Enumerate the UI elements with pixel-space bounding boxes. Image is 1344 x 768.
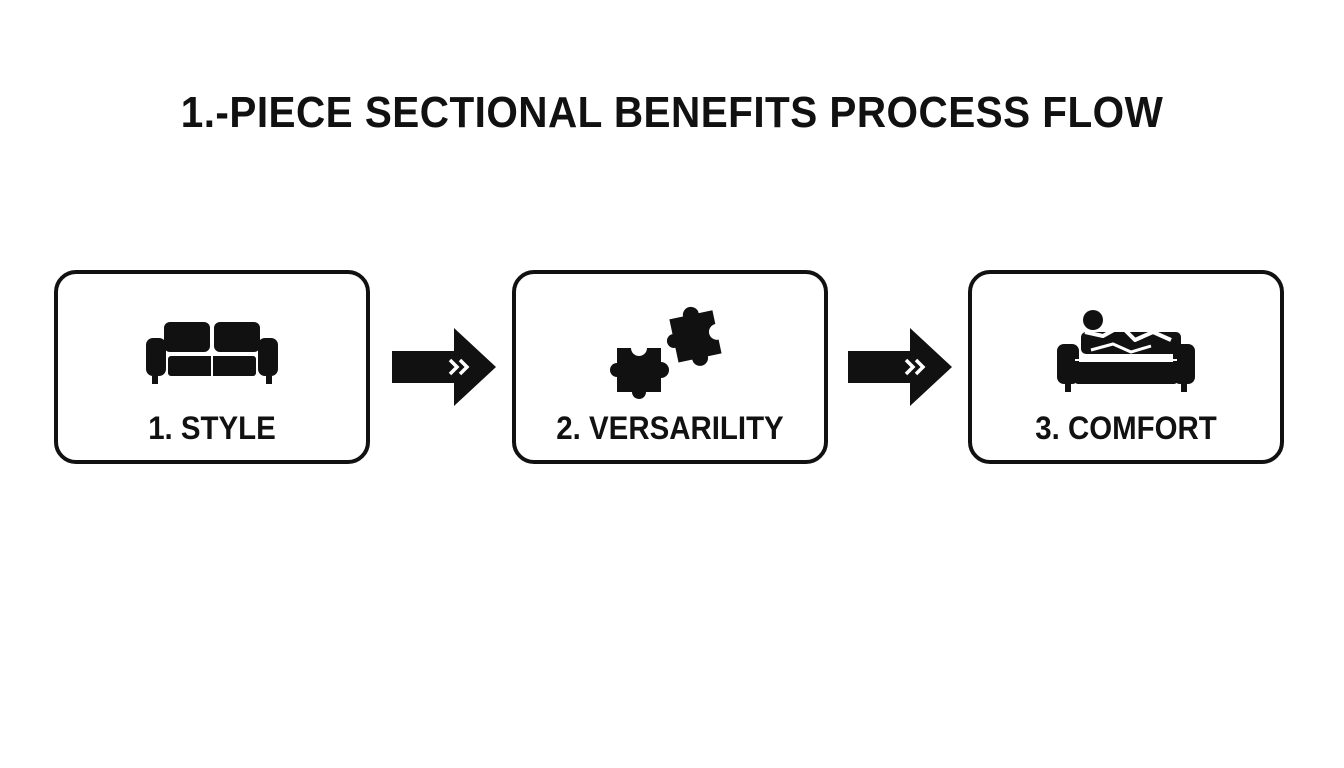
step-comfort: 3. COMFORT: [968, 270, 1284, 464]
step-versatility: 2. VERSARILITY: [512, 270, 828, 464]
step-label: 3. COMFORT: [1035, 410, 1217, 446]
arrow-right-icon: [392, 328, 496, 406]
step-label: 2. VERSARILITY: [556, 410, 784, 446]
puzzle-pieces-icon: [516, 296, 824, 406]
person-lounging-on-sofa-icon: [972, 296, 1280, 406]
arrow-right-icon: [848, 328, 952, 406]
step-style: 1. STYLE: [54, 270, 370, 464]
step-label: 1. STYLE: [148, 410, 276, 446]
sofa-icon: [58, 296, 366, 406]
diagram-title: 1.-PIECE SECTIONAL BENEFITS PROCESS FLOW: [180, 88, 1164, 137]
